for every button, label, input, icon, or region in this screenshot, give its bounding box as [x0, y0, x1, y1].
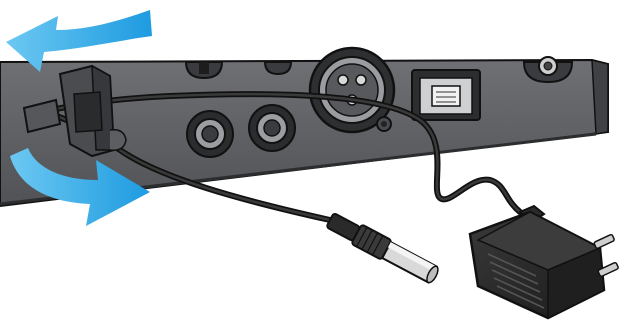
top-socket-left: [186, 62, 222, 78]
rca-socket-right: [249, 105, 295, 151]
rj45-port: [412, 70, 480, 120]
dc-plug-icon: [325, 210, 441, 286]
rca-socket-left: [187, 111, 233, 157]
top-socket-mid: [265, 62, 291, 74]
power-adapter-icon: [470, 206, 619, 318]
xlr-socket: [310, 48, 394, 132]
